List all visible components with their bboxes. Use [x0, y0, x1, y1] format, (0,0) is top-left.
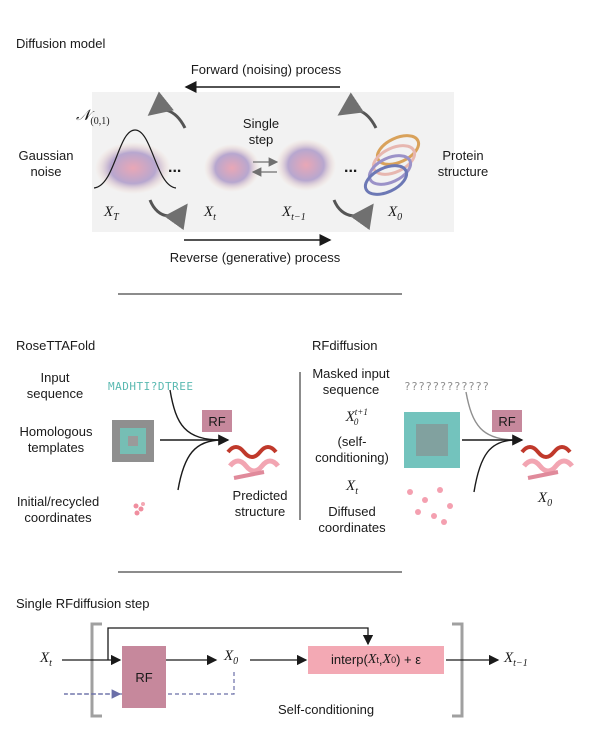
step-rf-box: RF — [122, 646, 166, 708]
xt-skip-connection — [107, 627, 374, 660]
xt-symbol-rfd: Xt — [346, 478, 358, 497]
forward-process-label: Forward (noising) process — [190, 62, 342, 77]
rfd-input-curve-coordinates — [473, 439, 517, 493]
rf-input-curve-coordinates — [177, 439, 223, 491]
ellipsis-left: ... — [168, 159, 182, 176]
self-conditioning-step-label: Self-conditioning — [278, 702, 375, 717]
xtm1-structure-cloud — [276, 139, 336, 191]
rosettafold-rf-box: RF — [202, 410, 232, 432]
diffused-coordinates-image — [407, 487, 453, 525]
input-sequence-value: MADHTI?DTREE — [108, 380, 194, 393]
step-xt-input-label: Xt — [40, 650, 52, 669]
x-t-label: Xt — [204, 204, 216, 223]
gaussian-curve — [93, 129, 177, 189]
curved-arrow-bottom-left — [148, 199, 188, 231]
x-0-label: X0 — [388, 204, 403, 223]
rosettafold-section-title: RoseTTAFold — [16, 338, 96, 353]
diffusion-section-title: Diffusion model — [16, 36, 106, 51]
curved-arrow-top-left — [147, 91, 187, 129]
rfdiffusion-section-title: RFdiffusion — [312, 338, 378, 353]
curved-arrow-top-right — [337, 92, 378, 129]
step-xtm1-output-label: Xt−1 — [504, 650, 528, 669]
masked-sequence-value: ???????????? — [404, 380, 490, 393]
step-bracket-left — [90, 622, 102, 718]
x-tm1-label: Xt−1 — [282, 204, 306, 223]
curved-arrow-bottom-right — [332, 199, 374, 231]
self-conditioning-label: (self-conditioning) — [315, 434, 389, 465]
step-x0-hat-label: X0 — [224, 648, 239, 667]
protein-structure-image — [363, 134, 421, 196]
xt-structure-cloud — [204, 144, 260, 192]
rfdiffusion-rf-box: RF — [492, 410, 522, 432]
predicted-structure-image — [226, 445, 280, 480]
single-step-section-title: Single RFdiffusion step — [16, 596, 150, 611]
normal-distribution-symbol: 𝒩(0,1) — [76, 108, 110, 127]
initial-coordinates-image — [133, 502, 145, 516]
gaussian-noise-cloud — [95, 142, 171, 194]
ellipsis-right: ... — [344, 159, 358, 176]
x-T-label: XT — [104, 204, 119, 223]
x0-self-conditioning-symbol: Xt+10 — [345, 407, 368, 427]
rfd-output-structure-image — [520, 445, 574, 480]
rfd-output-x0-symbol: X0 — [537, 490, 553, 509]
reverse-process-label: Reverse (generative) process — [169, 250, 341, 265]
step-bracket-right — [452, 622, 464, 718]
